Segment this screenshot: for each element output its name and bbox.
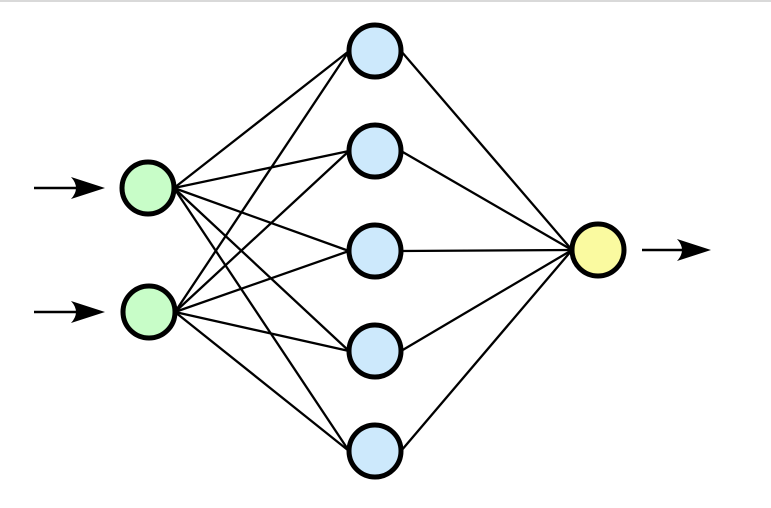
edge-hidden-4-output-1 [400,249,573,352]
input-arrow-1-head-icon [71,177,105,199]
hidden-2-node [346,122,404,180]
output-arrow-head-icon [677,239,711,261]
edge-input-2-hidden-4 [174,310,350,353]
hidden-5-node [346,422,404,480]
hidden-1-node [346,22,404,80]
edge-hidden-2-output-1 [400,150,573,251]
input-2-node [120,283,178,341]
edge-input-1-hidden-3 [173,186,350,253]
hidden-3-node [346,222,404,280]
hidden-4-node [346,322,404,380]
edge-input-1-hidden-1 [173,50,350,189]
edge-input-1-hidden-4 [173,187,350,352]
edge-hidden-5-output-1 [400,249,573,452]
output-1-node [569,221,627,279]
input-1-node [119,159,177,217]
edge-input-1-hidden-5 [173,187,350,452]
input-arrow-2-head-icon [71,301,105,323]
edge-input-2-hidden-3 [174,249,350,314]
edge-input-2-hidden-5 [174,311,350,452]
edge-input-1-hidden-2 [173,149,350,190]
edge-input-2-hidden-2 [174,150,350,313]
edge-hidden-1-output-1 [400,50,573,251]
edge-input-2-hidden-1 [174,50,350,313]
window-top-border [0,0,771,2]
edge-hidden-3-output-1 [400,248,573,253]
